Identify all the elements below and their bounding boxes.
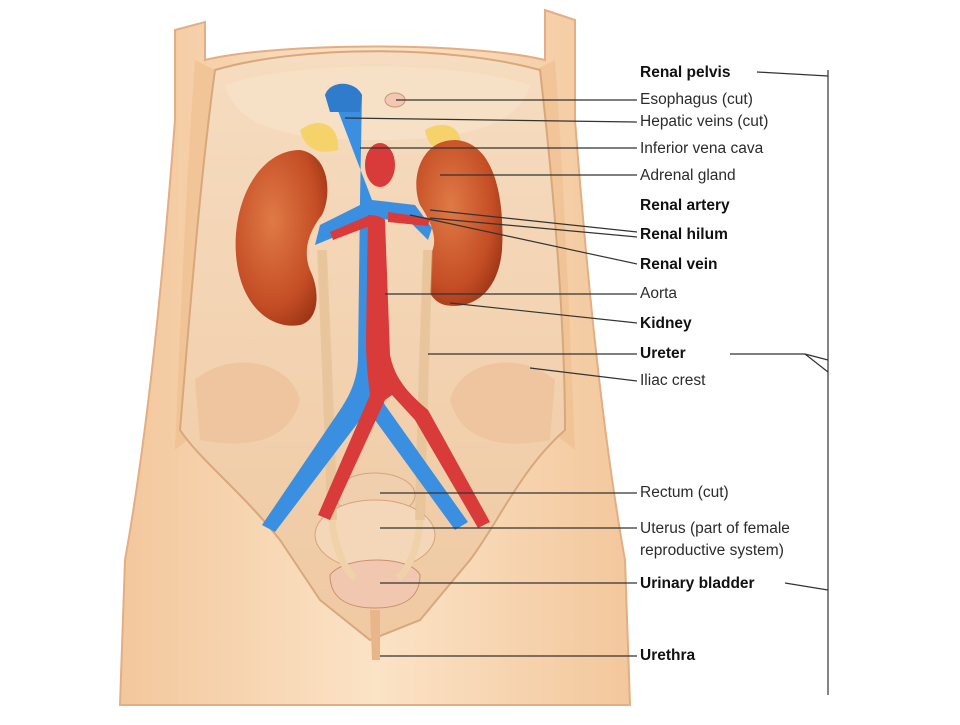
- hepatic-vein-stump: [325, 83, 362, 112]
- left-adrenal-gland: [300, 122, 339, 152]
- right-kidney: [416, 140, 503, 306]
- label-adrenal-gland: Adrenal gland: [640, 167, 736, 184]
- label-uterus-line2: reproductive system): [640, 542, 784, 559]
- left-ureter: [318, 249, 336, 521]
- left-kidney: [235, 150, 328, 326]
- label-renal-artery: Renal artery: [640, 197, 730, 214]
- label-urethra: Urethra: [640, 647, 696, 664]
- leader-lines: [344, 70, 829, 695]
- label-aorta: Aorta: [640, 285, 678, 302]
- label-esophagus: Esophagus (cut): [640, 91, 753, 108]
- label-rectum: Rectum (cut): [640, 484, 729, 501]
- label-renal-pelvis: Renal pelvis: [640, 64, 731, 81]
- label-hepatic-veins: Hepatic veins (cut): [640, 113, 769, 130]
- aorta: [318, 215, 490, 528]
- aorta-top: [365, 143, 395, 187]
- urethra: [370, 610, 380, 660]
- label-renal-vein: Renal vein: [640, 256, 718, 273]
- left-renal-vein: [315, 205, 360, 245]
- right-iliac-muscle: [450, 362, 555, 444]
- label-kidney: Kidney: [640, 315, 692, 332]
- left-iliac-muscle: [195, 362, 300, 444]
- inferior-vena-cava: [262, 86, 468, 532]
- label-renal-hilum: Renal hilum: [640, 226, 728, 243]
- label-ureter: Ureter: [640, 345, 686, 362]
- label-inferior-vena-cava: Inferior vena cava: [640, 140, 764, 157]
- ureter-bladder-left: [328, 519, 358, 581]
- left-renal-artery: [330, 215, 370, 240]
- right-renal-artery: [388, 212, 430, 226]
- label-iliac-crest: Iliac crest: [640, 372, 706, 389]
- label-uterus-line1: Uterus (part of female: [640, 520, 790, 537]
- label-urinary-bladder: Urinary bladder: [640, 575, 755, 592]
- diaphragm: [225, 66, 530, 140]
- left-ureter-edge: [317, 249, 337, 521]
